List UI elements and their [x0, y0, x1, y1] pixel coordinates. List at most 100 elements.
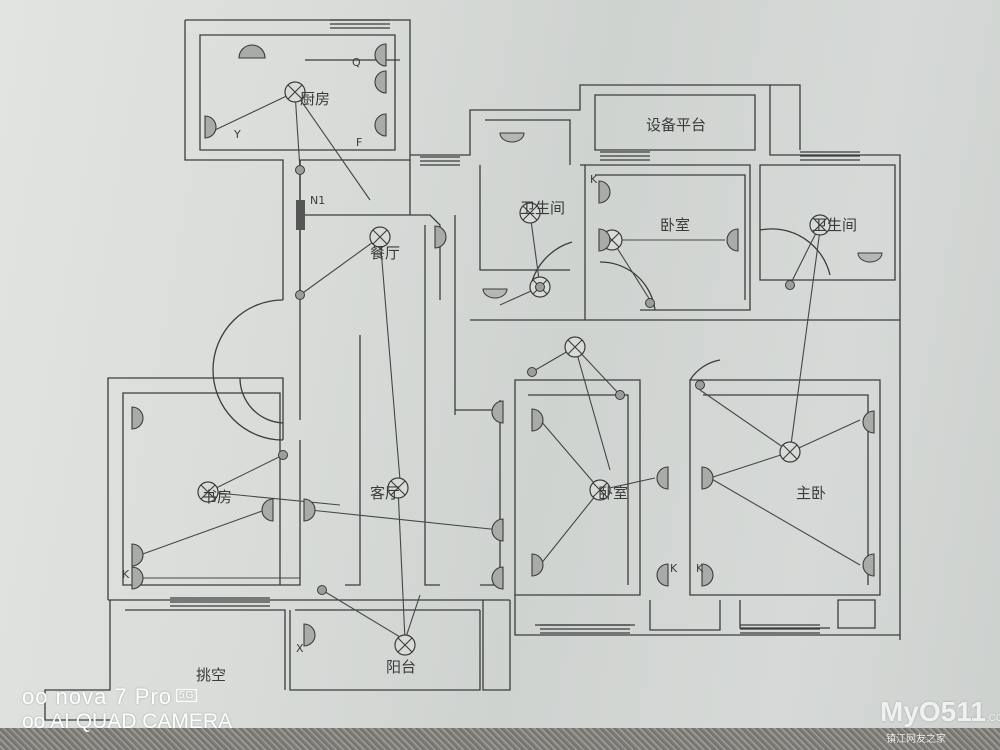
marker-k-bedroom: K — [670, 562, 678, 575]
wall-segment — [482, 600, 511, 691]
light-cross — [287, 84, 303, 100]
wire-run — [789, 224, 821, 286]
wire-run — [309, 509, 501, 531]
switch-icon — [695, 380, 705, 390]
wire-run — [294, 91, 301, 171]
outlet-icon — [131, 406, 144, 430]
outlet-icon — [531, 553, 544, 577]
outlet-icon — [862, 553, 875, 577]
wire-run — [321, 589, 406, 641]
wall-segment — [485, 119, 571, 165]
room-label-living-room: 客厅 — [370, 484, 400, 502]
room-label-bathroom-2: 卫生间 — [812, 216, 857, 234]
outlet-icon — [374, 43, 387, 67]
wire-run — [699, 389, 791, 453]
wire-run — [214, 91, 296, 131]
light-cross — [390, 480, 406, 496]
marker-q: Q — [352, 56, 361, 69]
switch-icon — [295, 290, 305, 300]
wire-run — [294, 91, 371, 201]
switch-icon — [645, 298, 655, 308]
wire-run — [397, 487, 406, 641]
light-cross — [782, 444, 798, 460]
ceiling-light-icon — [809, 214, 831, 236]
marker-k-upper-bedroom: K — [590, 173, 598, 186]
ceiling-light-icon — [589, 479, 611, 501]
room-label-kitchen: 厨房 — [300, 90, 330, 108]
wall-segment — [480, 400, 501, 586]
wall-segment — [345, 335, 361, 586]
wall-segment — [594, 94, 756, 151]
wiring — [139, 91, 861, 641]
room-label-balcony: 阳台 — [386, 658, 416, 676]
site-domain: .COM — [985, 713, 1000, 724]
room-labels: 厨房 餐厅 卫生间 卫生间 设备平台 卧室 卧室 主卧 客厅 书房 挑空 阳台 … — [122, 56, 857, 684]
site-watermark: MyO511.COM — [880, 696, 1000, 728]
wire-run — [574, 346, 611, 471]
wall-segment — [739, 600, 830, 629]
wall-segment — [280, 440, 301, 586]
wall-segment — [580, 164, 751, 311]
wall-segment — [410, 84, 901, 640]
switch-icon — [295, 165, 305, 175]
wire-run — [379, 236, 401, 481]
outlet-icon — [598, 228, 611, 252]
wall-segment — [689, 379, 881, 596]
ceiling-light-icon — [394, 634, 416, 656]
wall-segment — [703, 394, 869, 585]
ceiling-light-icon — [284, 81, 306, 103]
outlet-icon — [261, 498, 274, 522]
wall-segment — [770, 84, 801, 150]
wire-run — [207, 454, 284, 493]
switch-icon — [615, 390, 625, 400]
room-label-bathroom-1: 卫生间 — [520, 199, 565, 217]
outlet-icon — [701, 563, 714, 587]
light-cross — [522, 205, 538, 221]
ceiling-light-icon — [387, 477, 409, 499]
sink-icon — [482, 288, 508, 299]
wall-segment — [289, 610, 481, 691]
wall-segment — [649, 600, 721, 631]
site-logo: MyO511 — [880, 696, 986, 727]
wire-run — [529, 212, 541, 288]
room-label-void: 挑空 — [196, 666, 226, 684]
outlet-icon — [374, 113, 387, 137]
wire-run — [709, 477, 861, 566]
camera-5g-badge: 5G — [176, 689, 198, 702]
door-arc-master — [689, 359, 721, 381]
camera-feature-watermark: oo AI QUAD CAMERA — [22, 710, 232, 734]
wall-segment — [479, 165, 570, 271]
wall-segment — [837, 599, 876, 629]
marker-k-study: K — [122, 568, 130, 581]
camera-logo-icon: oo — [22, 684, 49, 709]
wire-run — [789, 229, 821, 453]
ceiling-light-icon — [779, 441, 801, 463]
camera-logo-icon: oo — [22, 710, 46, 733]
wire-run — [539, 489, 601, 566]
outlet-icon — [531, 408, 544, 432]
light-cross — [567, 339, 583, 355]
room-label-equipment-platform: 设备平台 — [646, 116, 706, 134]
marker-n1: N1 — [310, 194, 325, 207]
outlet-icon — [726, 228, 739, 252]
outlet-icon — [374, 70, 387, 94]
fixtures — [131, 43, 883, 656]
wire-run — [611, 239, 651, 301]
outlet-icon — [434, 225, 447, 249]
concrete-floor — [0, 728, 1000, 750]
door-arc-entry — [212, 299, 284, 441]
sink-icon — [499, 132, 525, 143]
light-cross — [372, 229, 388, 245]
room-label-master-bedroom: 主卧 — [796, 484, 826, 502]
wall-segment — [107, 377, 284, 600]
ceiling-light-icon — [519, 202, 541, 224]
wall-segment — [44, 600, 111, 721]
wall-segment — [528, 394, 629, 585]
switch-icon — [785, 280, 795, 290]
outlet-icon — [303, 498, 316, 522]
room-label-bedroom-upper: 卧室 — [660, 216, 690, 234]
light-cross — [200, 484, 216, 500]
wall-segment — [300, 214, 441, 300]
outlet-icon — [238, 44, 266, 59]
wall-segment — [199, 34, 396, 151]
